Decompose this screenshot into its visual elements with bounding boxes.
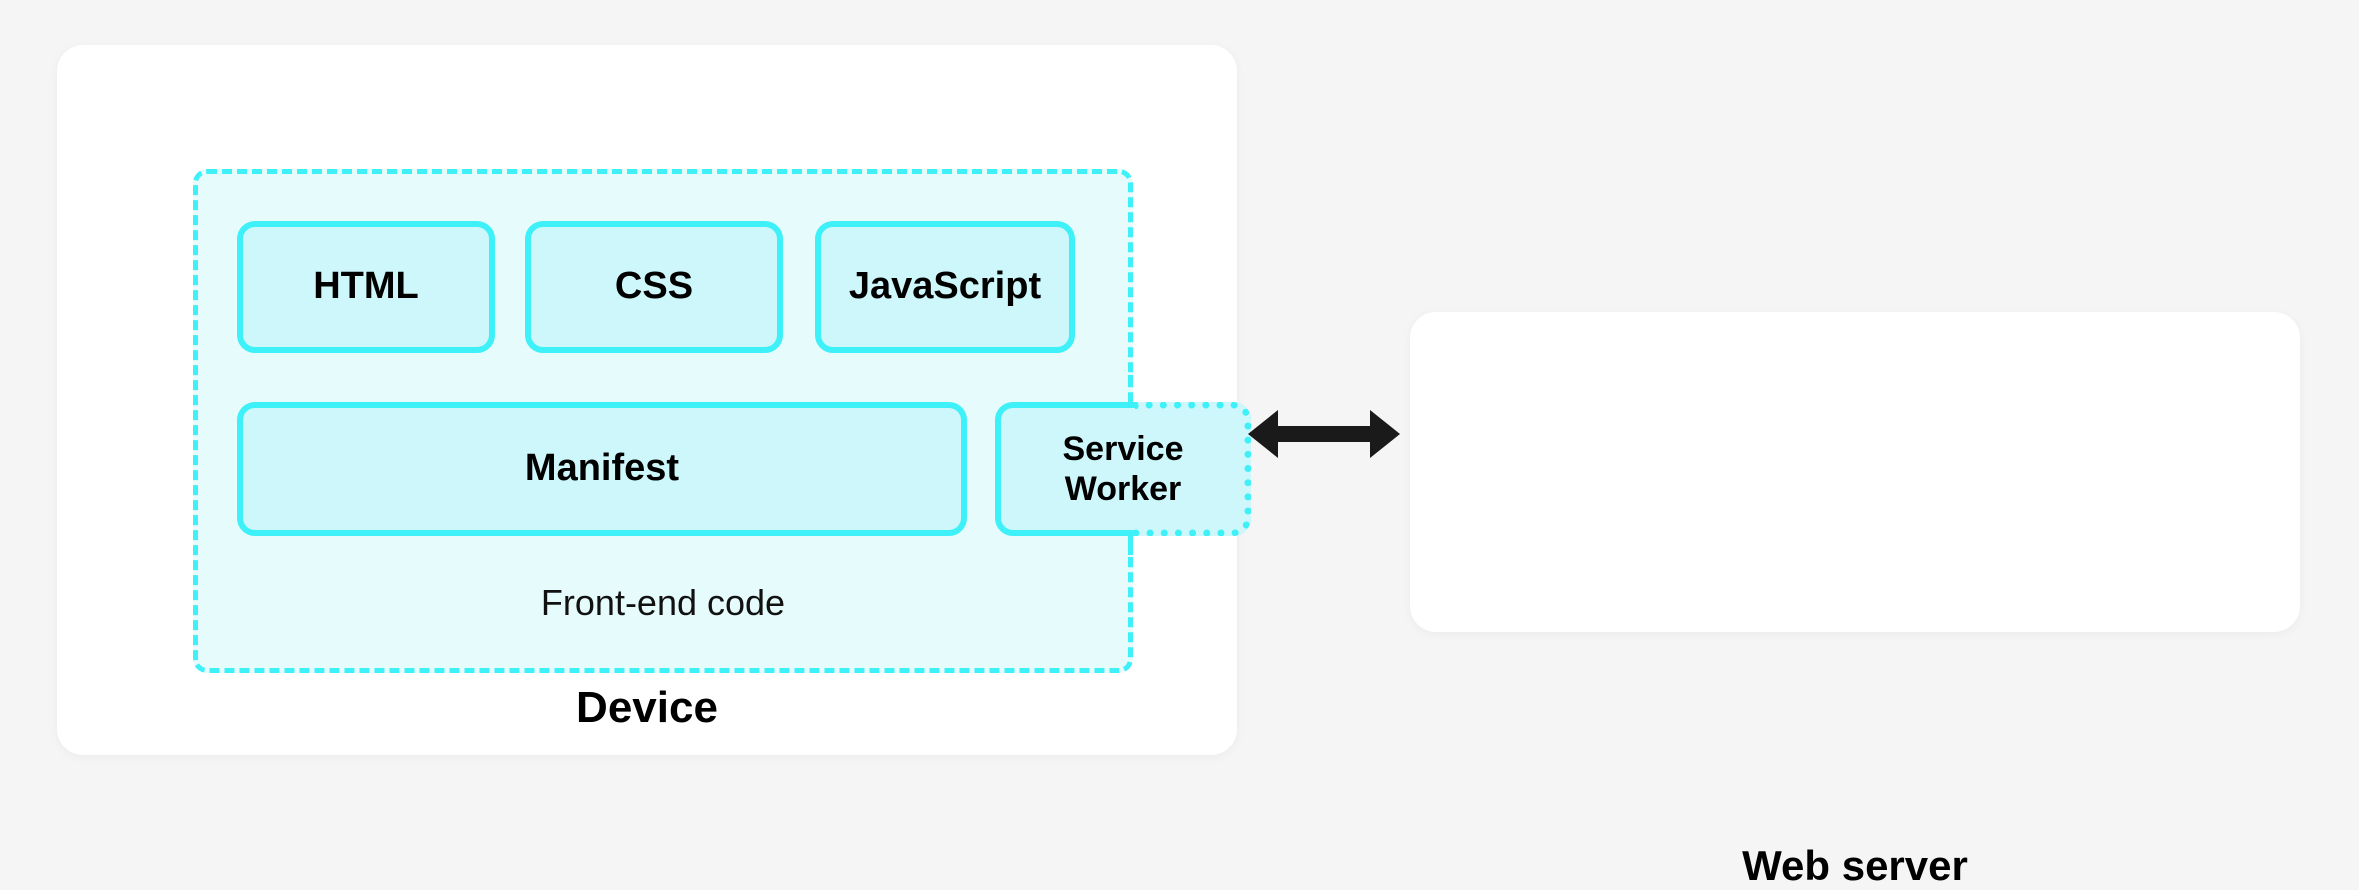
web-server-card-caption: Web server [1742,842,1968,889]
box-html: HTML [237,221,495,353]
box-manifest: Manifest [237,402,967,536]
frontend-region-dash-below-service-worker [1128,533,1133,567]
box-service-worker-label: Service Worker [1062,429,1184,508]
box-css: CSS [525,221,783,353]
diagram-canvas: Front-end code HTML CSS JavaScript Manif… [57,45,2300,889]
box-service-worker-dotted-part [1135,402,1251,536]
frontend-region-caption: Front-end code [540,582,786,623]
device-card: Front-end code HTML CSS JavaScript Manif… [57,45,1251,755]
device-card-caption: Device [576,683,718,732]
frontend-region-dash-above-service-worker [1128,375,1133,405]
bidirectional-arrow-icon [1248,410,1400,458]
web-server-card: Back-end code Web server [1410,312,2300,889]
box-javascript: JavaScript [815,221,1075,353]
